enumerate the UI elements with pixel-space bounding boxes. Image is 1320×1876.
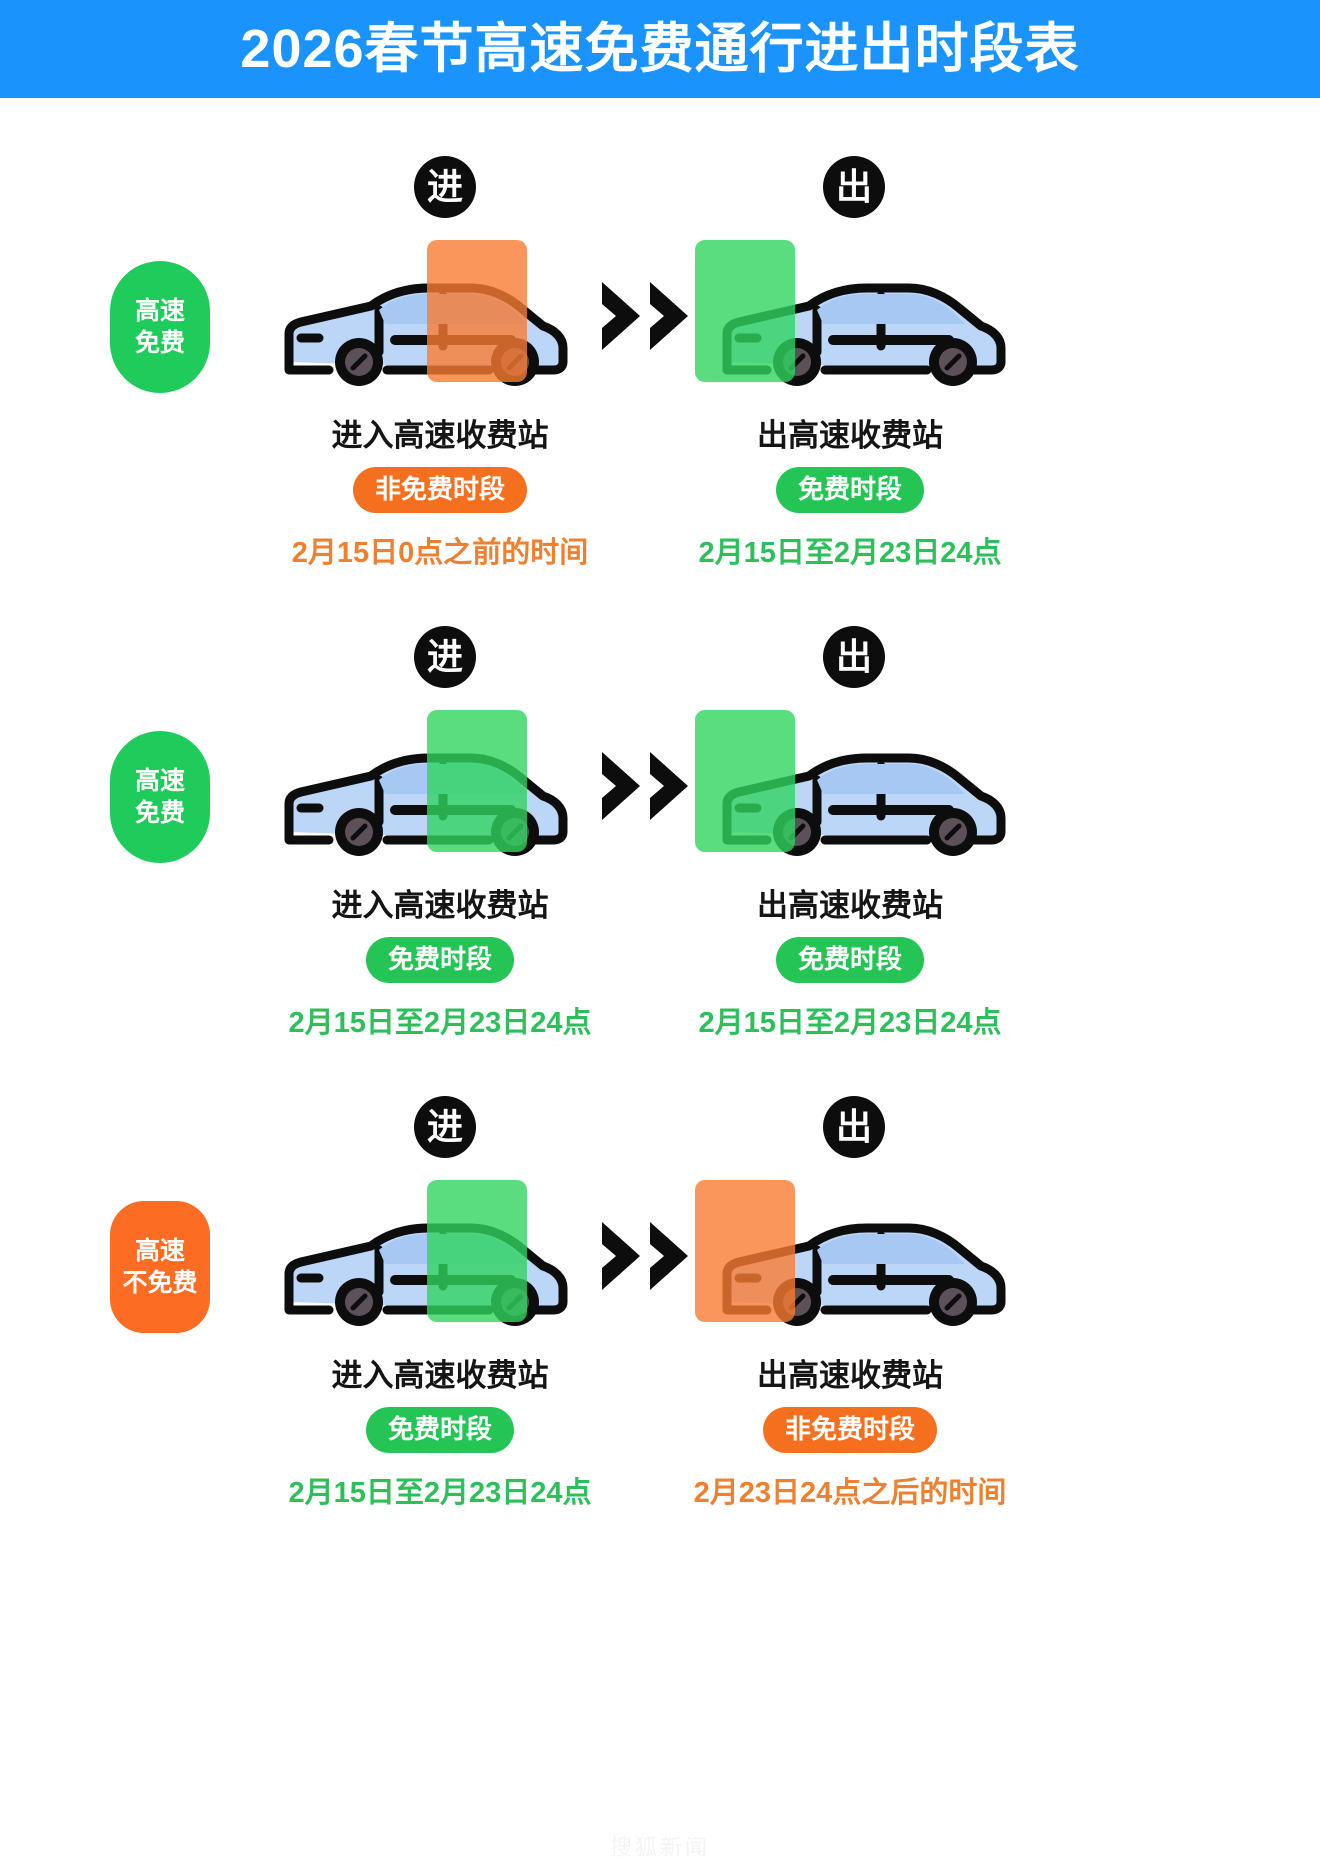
enter-caption: 进入高速收费站 bbox=[331, 418, 549, 453]
page-title: 2026春节高速免费通行进出时段表 bbox=[240, 19, 1080, 79]
exit-date-text: 2月15日至2月23日24点 bbox=[698, 1007, 1002, 1039]
scenario-row: 高速 免费 进 bbox=[0, 626, 1320, 1096]
status-badge-line2: 免费 bbox=[134, 799, 185, 827]
exit-period-badge: 非免费时段 bbox=[762, 1407, 937, 1453]
chevrons-right-icon bbox=[602, 752, 688, 820]
exit-period-badge: 免费时段 bbox=[775, 937, 924, 983]
watermark: 搜狐新闻 bbox=[609, 1835, 710, 1860]
exit-period-badge: 免费时段 bbox=[775, 467, 924, 513]
toll-gate-overlay bbox=[695, 240, 795, 382]
enter-panel: 进 bbox=[230, 1096, 650, 1508]
enter-period-badge: 免费时段 bbox=[365, 937, 514, 983]
enter-illustration bbox=[275, 240, 605, 400]
enter-period-badge: 非免费时段 bbox=[352, 467, 527, 513]
status-badge: 高速 免费 bbox=[110, 731, 210, 863]
status-badge: 高速 免费 bbox=[110, 261, 210, 393]
toll-gate-overlay bbox=[695, 1180, 795, 1322]
exit-illustration bbox=[685, 240, 1015, 400]
status-badge-line1: 高速 bbox=[134, 297, 185, 325]
chevrons-right-icon bbox=[602, 1222, 688, 1290]
toll-gate-overlay bbox=[695, 710, 795, 852]
rows-container: 高速 免费 进 bbox=[0, 98, 1320, 1566]
enter-panel: 进 bbox=[230, 626, 650, 1038]
exit-panel: 出 bbox=[640, 626, 1060, 1038]
exit-panel: 出 bbox=[640, 1096, 1060, 1508]
enter-date-text: 2月15日至2月23日24点 bbox=[288, 1477, 592, 1509]
exit-date-text: 2月15日至2月23日24点 bbox=[698, 537, 1002, 569]
exit-marker-icon: 出 bbox=[823, 156, 885, 218]
car-icon bbox=[284, 283, 568, 386]
scenario-row: 高速 免费 进 bbox=[0, 156, 1320, 626]
enter-marker-icon: 进 bbox=[414, 156, 476, 218]
enter-illustration bbox=[275, 1180, 605, 1340]
status-badge-line2: 免费 bbox=[134, 329, 185, 357]
exit-caption: 出高速收费站 bbox=[757, 888, 943, 923]
status-badge-line2: 不免费 bbox=[122, 1269, 198, 1297]
enter-date-text: 2月15日0点之前的时间 bbox=[291, 537, 589, 569]
enter-date-text: 2月15日至2月23日24点 bbox=[288, 1007, 592, 1039]
enter-caption: 进入高速收费站 bbox=[331, 888, 549, 923]
scenario-row: 高速 不免费 进 bbox=[0, 1096, 1320, 1566]
chevrons-right-icon bbox=[602, 282, 688, 350]
exit-caption: 出高速收费站 bbox=[757, 418, 943, 453]
exit-date-text: 2月23日24点之后的时间 bbox=[693, 1477, 1007, 1509]
exit-caption: 出高速收费站 bbox=[757, 1358, 943, 1393]
enter-marker-icon: 进 bbox=[414, 626, 476, 688]
exit-marker-icon: 出 bbox=[823, 1096, 885, 1158]
enter-illustration bbox=[275, 710, 605, 870]
status-badge: 高速 不免费 bbox=[110, 1201, 210, 1333]
enter-marker-icon: 进 bbox=[414, 1096, 476, 1158]
exit-illustration bbox=[685, 710, 1015, 870]
status-badge-line1: 高速 bbox=[134, 1237, 185, 1265]
enter-panel: 进 bbox=[230, 156, 650, 568]
toll-gate-overlay bbox=[427, 1180, 527, 1322]
enter-caption: 进入高速收费站 bbox=[331, 1358, 549, 1393]
toll-gate-overlay bbox=[427, 240, 527, 382]
toll-gate-overlay bbox=[427, 710, 527, 852]
enter-period-badge: 免费时段 bbox=[365, 1407, 514, 1453]
exit-illustration bbox=[685, 1180, 1015, 1340]
car-icon bbox=[284, 1223, 568, 1326]
exit-marker-icon: 出 bbox=[823, 626, 885, 688]
page-header: 2026春节高速免费通行进出时段表 bbox=[0, 0, 1320, 98]
exit-panel: 出 bbox=[640, 156, 1060, 568]
status-badge-line1: 高速 bbox=[134, 767, 185, 795]
car-icon bbox=[284, 753, 568, 856]
